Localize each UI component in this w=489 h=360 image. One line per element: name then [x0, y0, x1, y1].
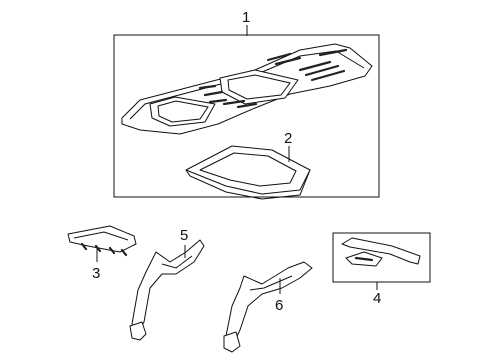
callout-6-label: 6 [275, 297, 283, 314]
callout-1-label: 1 [242, 9, 250, 26]
roof-panel [121, 43, 373, 135]
pillar-reinforcement-front [129, 239, 205, 341]
roof-stiffeners [198, 48, 348, 109]
roof-bow-kit [332, 232, 431, 290]
callout-3-label: 3 [92, 265, 100, 282]
callout-4-label: 4 [373, 290, 381, 307]
callout-5-label: 5 [180, 227, 188, 244]
sunroof-reinforcement-frame [185, 145, 311, 200]
callout-2-label: 2 [284, 130, 292, 147]
roof-panel-group [113, 25, 380, 198]
roof-rail-bracket [67, 225, 137, 262]
roof-bow-kit-frame [332, 232, 431, 283]
pillar-reinforcement-rear [223, 261, 313, 353]
